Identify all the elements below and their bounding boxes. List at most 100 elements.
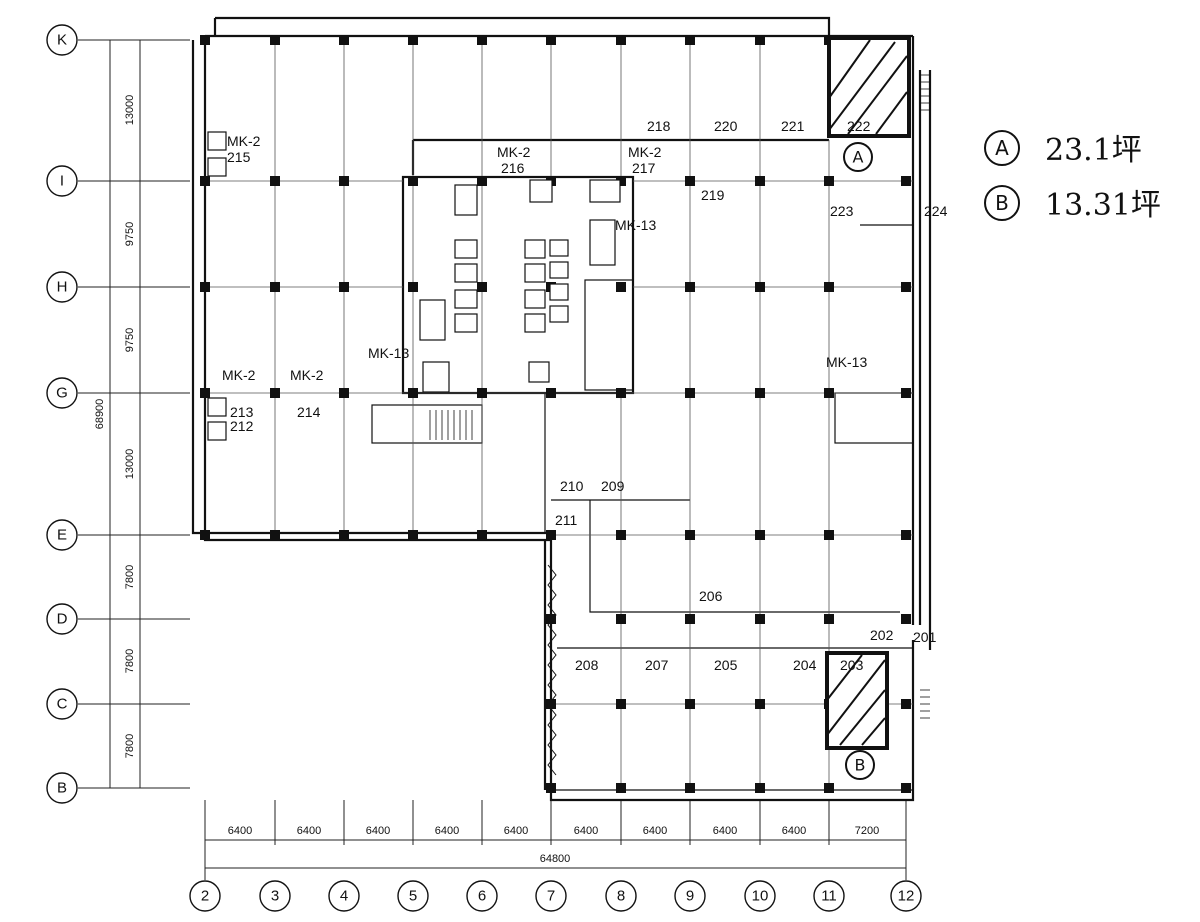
column — [408, 530, 418, 540]
room-labels: 215 216 217 218 220 221 222 219 223 224 … — [227, 118, 948, 673]
column — [339, 530, 349, 540]
column — [408, 176, 418, 186]
room-218: 218 — [647, 118, 671, 134]
room-220: 220 — [714, 118, 738, 134]
col-label-2: 2 — [201, 888, 209, 905]
column — [755, 783, 765, 793]
room-216: 216 — [501, 160, 525, 176]
column — [339, 35, 349, 45]
column — [616, 35, 626, 45]
row-label-e: E — [57, 527, 67, 544]
column — [616, 699, 626, 709]
dim-bottom-1: 6400 — [228, 825, 252, 837]
dim-left-2: 9750 — [124, 222, 136, 246]
space-a-hatched — [827, 36, 911, 138]
column — [616, 614, 626, 624]
row-label-h: H — [57, 279, 68, 296]
partition-zigzag — [547, 564, 557, 776]
room-223: 223 — [830, 203, 854, 219]
dim-bottom-4: 6400 — [435, 825, 459, 837]
column — [339, 176, 349, 186]
svg-text:A: A — [853, 148, 864, 167]
dim-bottom-9: 6400 — [782, 825, 806, 837]
column — [755, 388, 765, 398]
col-label-3: 3 — [271, 888, 279, 905]
column — [546, 530, 556, 540]
dim-bottom-7: 6400 — [643, 825, 667, 837]
column — [824, 783, 834, 793]
column — [546, 699, 556, 709]
legend-area-b: 13.31坪 — [1045, 188, 1161, 223]
dim-left-7: 7800 — [124, 734, 136, 758]
column — [477, 388, 487, 398]
column — [477, 282, 487, 292]
column — [270, 176, 280, 186]
dim-total-height: 68900 — [94, 399, 106, 430]
space-marker-b: B — [845, 750, 875, 780]
room-214: 214 — [297, 404, 321, 420]
column — [270, 388, 280, 398]
column — [546, 783, 556, 793]
bottom-dimension-lines: 6400 6400 6400 6400 6400 6400 6400 6400 … — [204, 800, 907, 880]
column — [546, 614, 556, 624]
column — [824, 614, 834, 624]
room-213: 213 — [230, 404, 254, 420]
equipment-mk2-215: MK-2 — [227, 133, 261, 149]
equipment-mk2-216: MK-2 — [497, 144, 531, 160]
column — [824, 388, 834, 398]
column — [339, 282, 349, 292]
column — [755, 699, 765, 709]
legend: A 23.1坪 B 13.31坪 — [984, 130, 1161, 223]
room-217: 217 — [632, 160, 656, 176]
equipment-mk2-213: MK-2 — [222, 367, 256, 383]
room-219: 219 — [701, 187, 725, 203]
dim-bottom-3: 6400 — [366, 825, 390, 837]
room-207: 207 — [645, 657, 669, 673]
room-212: 212 — [230, 418, 254, 434]
row-labels: K I H G E D C B — [46, 24, 78, 804]
column — [824, 282, 834, 292]
column-labels: 2 3 4 5 6 7 8 9 10 11 12 — [189, 880, 922, 912]
room-221: 221 — [781, 118, 805, 134]
column — [200, 388, 210, 398]
column — [901, 530, 911, 540]
equipment-mk13-left: MK-13 — [368, 345, 409, 361]
column — [616, 783, 626, 793]
room-222: 222 — [847, 118, 871, 134]
column — [824, 176, 834, 186]
dim-bottom-6: 6400 — [574, 825, 598, 837]
room-201: 201 — [913, 629, 937, 645]
column — [685, 388, 695, 398]
column — [616, 176, 626, 186]
column — [477, 176, 487, 186]
svg-text:B: B — [855, 756, 866, 775]
column — [616, 282, 626, 292]
col-label-6: 6 — [478, 888, 486, 905]
column — [685, 783, 695, 793]
room-224: 224 — [924, 203, 948, 219]
column — [901, 282, 911, 292]
row-label-k: K — [57, 32, 67, 49]
col-label-10: 10 — [752, 888, 769, 905]
column — [901, 176, 911, 186]
dim-total-width: 64800 — [540, 853, 571, 865]
dim-bottom-10: 7200 — [855, 825, 879, 837]
column — [477, 530, 487, 540]
column — [685, 282, 695, 292]
space-b-hatched — [825, 651, 889, 750]
column — [824, 530, 834, 540]
row-label-b: B — [57, 780, 67, 797]
room-211: 211 — [555, 512, 578, 528]
svg-text:A: A — [995, 136, 1009, 160]
col-label-9: 9 — [686, 888, 694, 905]
dim-left-1: 13000 — [124, 95, 136, 126]
legend-area-a: 23.1坪 — [1045, 133, 1142, 168]
column — [755, 176, 765, 186]
column — [408, 388, 418, 398]
column — [901, 783, 911, 793]
row-label-g: G — [56, 385, 68, 402]
equipment-mk2-214: MK-2 — [290, 367, 324, 383]
space-marker-a: A — [843, 142, 873, 172]
room-215: 215 — [227, 149, 251, 165]
